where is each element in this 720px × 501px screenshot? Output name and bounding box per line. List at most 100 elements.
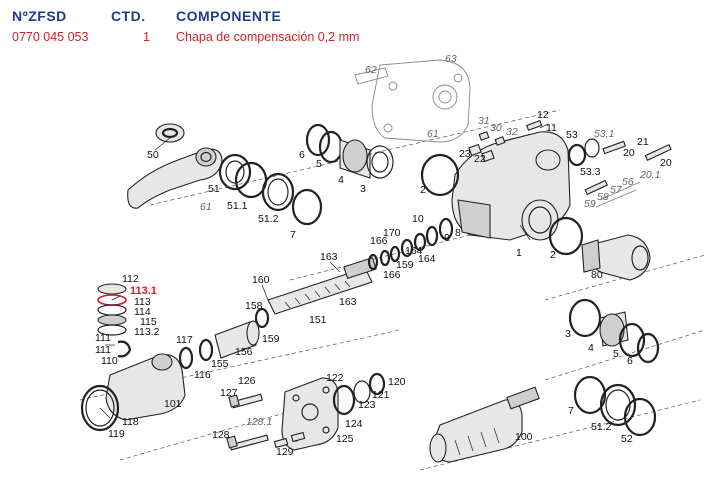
callout-51-2b[interactable]: 51.2 bbox=[591, 421, 612, 433]
sector-shaft[interactable] bbox=[581, 234, 651, 281]
callout-156[interactable]: 156 bbox=[235, 346, 253, 358]
callout-80[interactable]: 80 bbox=[591, 269, 603, 281]
callout-164b[interactable]: 164 bbox=[418, 253, 436, 265]
callout-159a[interactable]: 159 bbox=[396, 259, 414, 271]
callout-164a[interactable]: 164 bbox=[405, 245, 423, 257]
callout-53-3[interactable]: 53.3 bbox=[580, 166, 601, 178]
callout-51-1[interactable]: 51.1 bbox=[227, 200, 248, 212]
callout-7b[interactable]: 7 bbox=[568, 405, 574, 417]
callout-3a[interactable]: 3 bbox=[360, 183, 366, 195]
callout-158[interactable]: 158 bbox=[245, 300, 263, 312]
callout-6b[interactable]: 6 bbox=[627, 355, 633, 367]
callout-2b[interactable]: 2 bbox=[550, 249, 556, 261]
callout-160[interactable]: 160 bbox=[252, 274, 270, 286]
callout-128[interactable]: 128 bbox=[212, 429, 230, 441]
callout-125[interactable]: 125 bbox=[336, 433, 354, 445]
callout-59[interactable]: 59 bbox=[584, 198, 596, 210]
callout-110[interactable]: 110 bbox=[101, 355, 118, 367]
callout-111a[interactable]: 111 bbox=[95, 332, 111, 344]
callout-57[interactable]: 57 bbox=[610, 184, 623, 196]
callout-170[interactable]: 170 bbox=[383, 227, 401, 239]
callout-120[interactable]: 120 bbox=[388, 376, 406, 388]
callout-22[interactable]: 22 bbox=[474, 153, 486, 165]
callout-151[interactable]: 151 bbox=[309, 314, 327, 326]
callout-113-2[interactable]: 113.2 bbox=[134, 326, 160, 338]
callout-63[interactable]: 63 bbox=[445, 53, 457, 65]
part-code[interactable]: 0770 045 053 bbox=[12, 30, 89, 44]
callout-53[interactable]: 53 bbox=[566, 129, 578, 141]
callout-6a[interactable]: 6 bbox=[299, 149, 305, 161]
callout-4a[interactable]: 4 bbox=[338, 174, 344, 186]
callout-53-1[interactable]: 53.1 bbox=[594, 128, 614, 140]
callout-5b[interactable]: 5 bbox=[613, 348, 619, 360]
callout-32[interactable]: 32 bbox=[506, 126, 518, 138]
housing-cover-61[interactable] bbox=[354, 59, 471, 143]
rack-piston[interactable] bbox=[429, 386, 540, 463]
callout-23[interactable]: 23 bbox=[459, 148, 471, 160]
callout-7a[interactable]: 7 bbox=[290, 229, 296, 241]
sector-shaft-bearing-lower[interactable] bbox=[568, 298, 660, 437]
callout-2a[interactable]: 2 bbox=[420, 184, 426, 196]
callout-163b[interactable]: 163 bbox=[339, 296, 357, 308]
callout-61b[interactable]: 61 bbox=[427, 128, 439, 140]
callout-124[interactable]: 124 bbox=[345, 418, 363, 430]
callout-119[interactable]: 119 bbox=[108, 428, 125, 440]
steering-box-housing[interactable] bbox=[420, 131, 584, 256]
pitman-arm[interactable] bbox=[127, 123, 223, 209]
callout-113[interactable]: 113 bbox=[134, 296, 151, 308]
end-cover[interactable] bbox=[80, 346, 194, 432]
callout-166a[interactable]: 166 bbox=[370, 235, 388, 247]
worm-shaft-assembly[interactable] bbox=[254, 217, 454, 329]
callout-11[interactable]: 11 bbox=[546, 122, 557, 134]
callout-20b[interactable]: 20 bbox=[660, 157, 672, 169]
callout-62[interactable]: 62 bbox=[365, 64, 377, 76]
callout-50[interactable]: 50 bbox=[147, 149, 159, 161]
callout-20-1[interactable]: 20.1 bbox=[639, 169, 660, 181]
callout-10[interactable]: 10 bbox=[412, 213, 424, 225]
callout-100[interactable]: 100 bbox=[515, 431, 533, 443]
callout-21[interactable]: 21 bbox=[637, 136, 649, 148]
callout-117[interactable]: 117 bbox=[176, 334, 193, 346]
callout-101[interactable]: 101 bbox=[164, 398, 182, 410]
callout-159b[interactable]: 159 bbox=[262, 333, 280, 345]
callout-4b[interactable]: 4 bbox=[588, 342, 594, 354]
callout-123[interactable]: 123 bbox=[358, 399, 376, 411]
shim-stack[interactable] bbox=[97, 283, 132, 358]
callout-9[interactable]: 9 bbox=[444, 232, 450, 244]
callout-113-1[interactable]: 113.1 bbox=[130, 285, 157, 297]
callout-127[interactable]: 127 bbox=[220, 387, 238, 399]
callout-61t[interactable]: 61 bbox=[200, 201, 212, 213]
valve-fittings[interactable] bbox=[468, 120, 672, 208]
worm-sleeve[interactable] bbox=[198, 320, 260, 362]
callout-52[interactable]: 52 bbox=[621, 433, 633, 445]
callout-58[interactable]: 58 bbox=[597, 191, 609, 203]
callout-128-1[interactable]: 128.1 bbox=[246, 416, 272, 428]
sector-shaft-seals[interactable] bbox=[218, 153, 323, 226]
callout-115[interactable]: 115 bbox=[140, 316, 157, 328]
callout-31[interactable]: 31 bbox=[478, 115, 490, 127]
mounting-bolts[interactable] bbox=[226, 393, 306, 451]
callout-51[interactable]: 51 bbox=[208, 183, 220, 195]
callout-56[interactable]: 56 bbox=[622, 176, 634, 188]
callout-155[interactable]: 155 bbox=[211, 358, 229, 370]
callout-112[interactable]: 112 bbox=[122, 273, 139, 285]
callout-118[interactable]: 118 bbox=[122, 416, 139, 428]
callout-20a[interactable]: 20 bbox=[623, 147, 635, 159]
callout-163a[interactable]: 163 bbox=[320, 251, 338, 263]
callout-51-2a[interactable]: 51.2 bbox=[258, 213, 279, 225]
callout-126[interactable]: 126 bbox=[238, 375, 256, 387]
callout-30[interactable]: 30 bbox=[490, 122, 502, 134]
callout-111b[interactable]: 111 bbox=[95, 344, 111, 356]
callout-1[interactable]: 1 bbox=[516, 247, 522, 259]
callout-129[interactable]: 129 bbox=[276, 446, 294, 458]
callout-166b[interactable]: 166 bbox=[383, 269, 401, 281]
callout-3b[interactable]: 3 bbox=[565, 328, 571, 340]
callout-8[interactable]: 8 bbox=[455, 227, 461, 239]
callout-114[interactable]: 114 bbox=[134, 306, 151, 318]
callout-122[interactable]: 122 bbox=[326, 372, 344, 384]
sector-shaft-bearing-upper[interactable] bbox=[305, 123, 394, 179]
callout-121[interactable]: 121 bbox=[372, 389, 390, 401]
callout-12[interactable]: 12 bbox=[537, 109, 549, 121]
callout-5a[interactable]: 5 bbox=[316, 158, 322, 170]
callout-116[interactable]: 116 bbox=[194, 369, 211, 381]
